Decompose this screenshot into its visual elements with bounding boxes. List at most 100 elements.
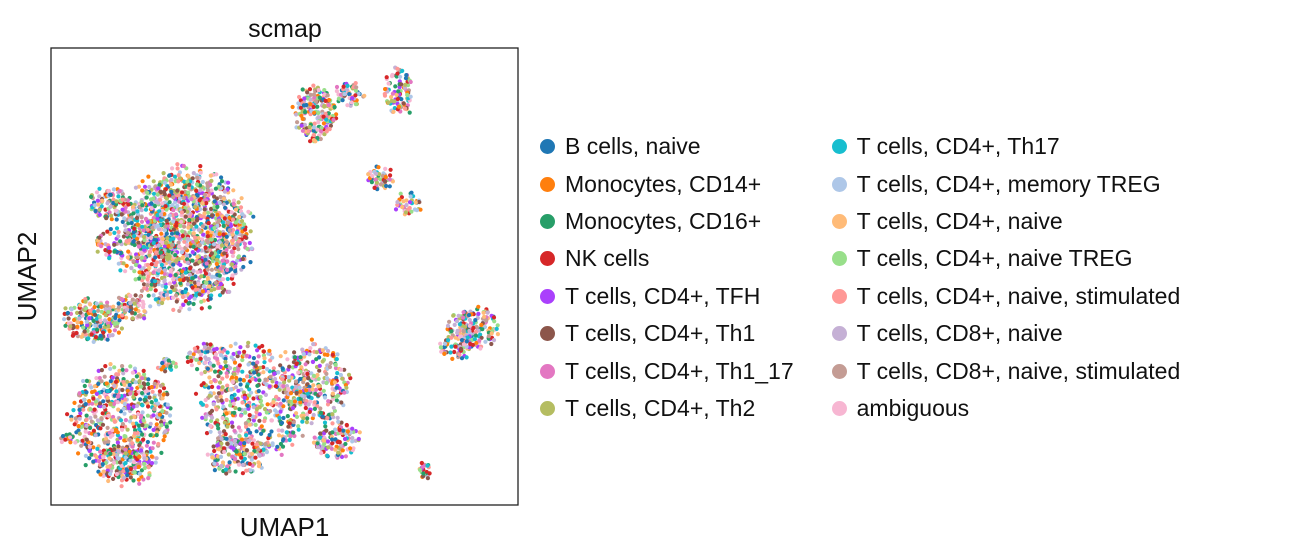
scatter-point [125,468,130,473]
scatter-point [97,394,102,400]
scatter-point [147,184,152,190]
scatter-point [204,201,209,206]
scatter-point [166,243,171,248]
scatter-point [317,95,322,100]
scatter-point [160,300,165,306]
scatter-point [251,405,256,410]
scatter-point [292,399,297,404]
scatter-point [93,414,98,419]
scatter-point [344,422,349,428]
scatter-point [93,312,98,317]
scatter-point [108,362,113,367]
legend-item: Monocytes, CD16+ [540,203,794,240]
scatter-point [317,363,322,368]
scatter-point [88,425,93,430]
scatter-point [123,447,128,452]
scatter-point [294,112,299,117]
scatter-point [160,241,165,246]
scatter-point [229,420,235,425]
scatter-point [347,92,352,97]
scatter-point [164,231,169,236]
scatter-point [459,356,465,361]
scatter-point [87,448,92,453]
scatter-point [209,251,214,256]
scatter-point [98,333,103,338]
scatter-point [160,409,165,414]
scatter-point [94,376,99,381]
scatter-point [106,413,111,418]
scatter-point [131,395,136,400]
scatter-point [251,438,256,443]
legend-item: T cells, CD4+, Th1 [540,315,794,352]
scatter-point [110,433,115,438]
scatter-point [287,399,292,404]
scatter-point [127,382,132,388]
scatter-point [151,179,156,184]
scatter-point [310,387,315,392]
scatter-point [248,430,253,435]
scatter-point [399,82,404,87]
scatter-point [141,275,146,280]
scatter-point [214,261,219,267]
scatter-point [84,319,89,324]
scatter-point [249,457,254,462]
legend-item: T cells, CD8+, naive, stimulated [831,352,1180,389]
scatter-point [287,378,292,383]
scatter-point [212,225,217,231]
scatter-point [191,221,196,226]
legend-item: Monocytes, CD14+ [540,165,794,202]
scatter-point [120,197,125,202]
scatter-point [188,355,193,360]
scatter-point [71,408,76,413]
scatter-point [319,125,324,130]
scatter-point [136,244,142,249]
scatter-point [197,259,202,265]
scatter-point [196,349,201,354]
scatter-point [212,448,217,454]
scatter-point [145,413,150,418]
scatter-point [467,328,472,334]
scatter-point [181,302,186,307]
scatter-point [258,365,263,370]
scatter-point [319,451,324,456]
scatter-point [408,194,413,199]
scatter-point [125,388,130,393]
scatter-point [185,282,190,287]
scatter-point [325,402,331,407]
scatter-point [123,460,128,466]
scatter-point [90,401,95,406]
scatter-point [335,440,340,445]
scatter-point [165,402,170,407]
scatter-point [88,407,93,412]
scatter-point [199,214,204,219]
scatter-point [231,188,236,193]
scatter-point [218,266,223,271]
scatter-point [259,431,264,436]
scatter-point [111,200,116,206]
scatter-point [240,256,245,262]
scatter-point [348,446,353,451]
scatter-point [473,329,478,335]
scatter-point [80,313,85,318]
scatter-point [278,401,283,406]
scatter-point [344,385,349,390]
scatter-point [220,385,225,390]
scatter-point [287,364,292,369]
scatter-point [162,228,167,233]
scatter-point [146,465,151,470]
legend-marker [540,363,555,379]
scatter-point [262,356,267,361]
scatter-point [224,411,229,416]
scatter-point [237,407,242,412]
scatter-point [257,378,262,383]
scatter-point [133,277,138,282]
scatter-point [325,453,330,458]
scatter-point [343,441,348,447]
scatter-point [132,431,138,436]
scatter-point [286,375,291,380]
scatter-point [373,171,379,176]
scatter-point [307,409,312,414]
scatter-point [100,422,106,427]
scatter-point [294,414,300,419]
scatter-point [222,216,227,221]
